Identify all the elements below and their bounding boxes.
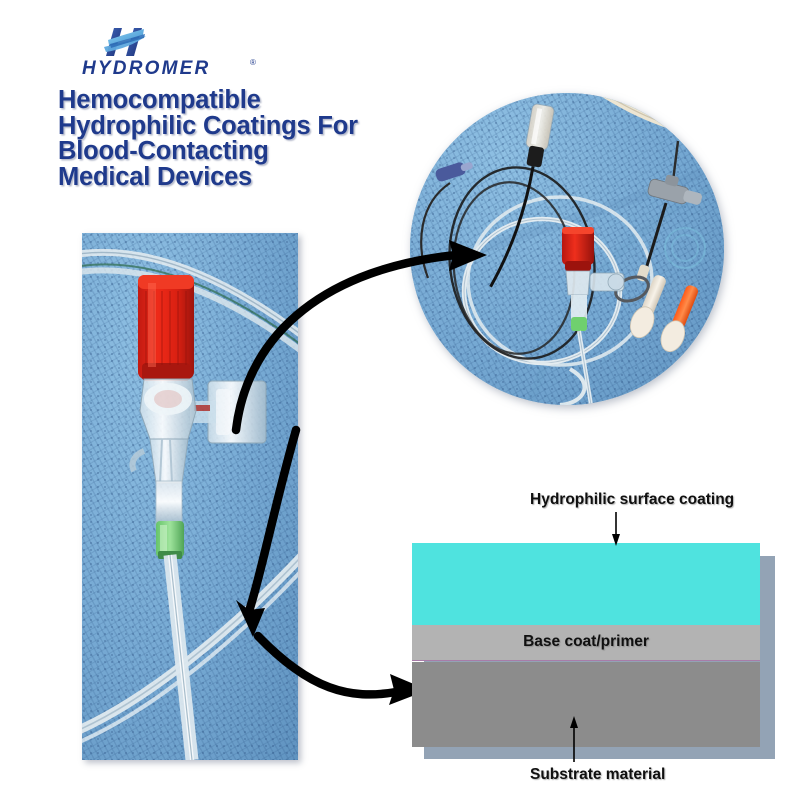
title-line-3: Blood-Contacting	[58, 137, 269, 165]
brand-wordmark: HYDROMER	[82, 58, 211, 79]
brand-logo: HYDROMER ®	[82, 18, 282, 80]
tray-contents-illustration	[410, 93, 724, 405]
layer-label-substrate: Substrate material	[530, 766, 666, 783]
title-line-4: Medical Devices	[58, 162, 253, 191]
catheter-photo	[82, 233, 298, 760]
title-line-1: Hemocompatible	[58, 86, 261, 114]
coating-layer-diagram: Base coat/primer	[412, 543, 760, 747]
title-line-2: Hydrophilic Coatings For	[58, 111, 358, 140]
surgical-tray-photo	[410, 93, 724, 405]
layer-label-hydrophilic-coating: Hydrophilic surface coating	[530, 491, 735, 508]
registered-mark: ®	[250, 58, 256, 67]
layer-base-coat-primer	[412, 625, 760, 661]
coating-leader-arrow-icon	[612, 512, 620, 546]
catheter-illustration	[82, 249, 298, 760]
layer-label-base-coat: Base coat/primer	[523, 633, 649, 650]
page-title: Hemocompatible Hydrophilic Coatings For …	[58, 86, 408, 191]
hydromer-h-swoosh-logo-icon	[104, 28, 146, 56]
layer-substrate-material	[412, 662, 760, 747]
layer-hydrophilic-coating	[412, 543, 760, 625]
